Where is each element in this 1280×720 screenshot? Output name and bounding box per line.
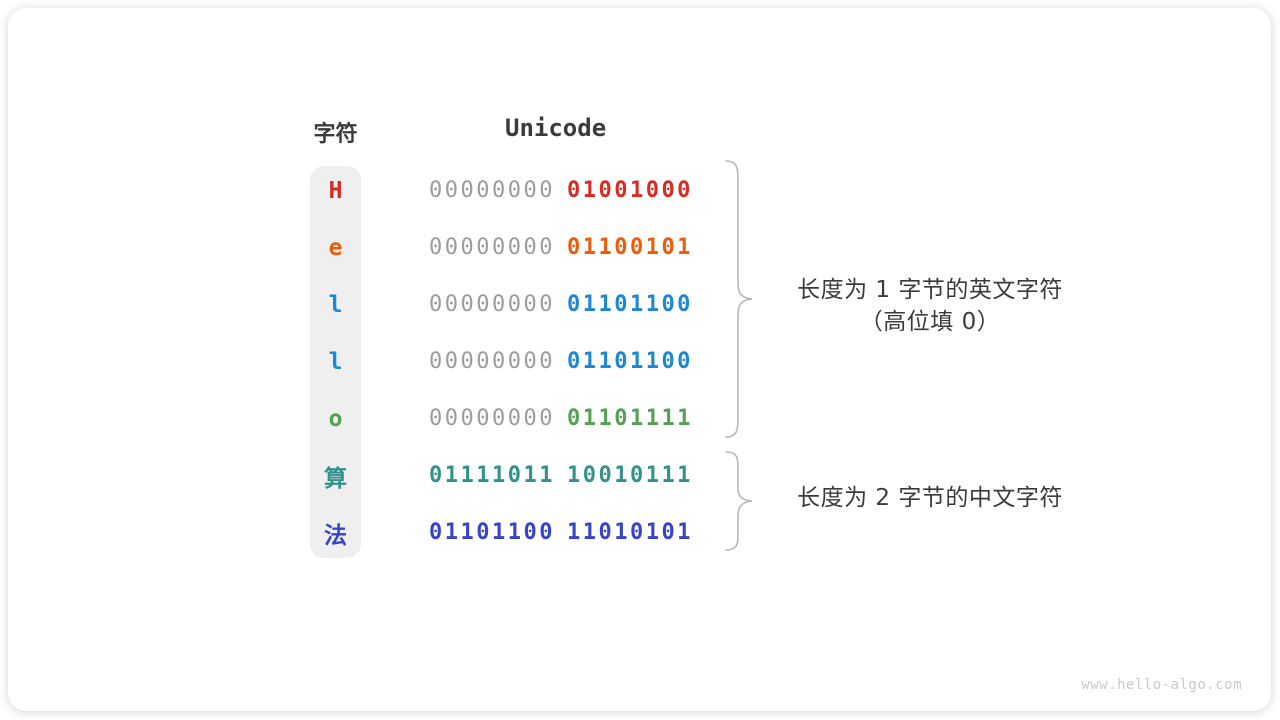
high-byte: 00000000: [429, 406, 555, 431]
low-byte: 01101100: [566, 292, 693, 317]
unicode-binary-cell: 01111011 10010111: [429, 463, 693, 488]
high-byte: 00000000: [429, 292, 555, 317]
table-row: H 00000000 01001000: [310, 162, 693, 219]
low-byte: 01001000: [566, 178, 693, 203]
brace-chinese-group-icon: [725, 451, 753, 551]
character-cell: e: [328, 234, 343, 261]
table-row: l 00000000 01101100: [310, 276, 693, 333]
annotation-english-chars: 长度为 1 字节的英文字符 （高位填 0）: [740, 274, 1120, 338]
unicode-binary-cell: 00000000 01101100: [429, 349, 693, 374]
annotation-line: （高位填 0）: [859, 309, 1001, 335]
high-byte: 01101100: [429, 520, 555, 545]
low-byte: 01100101: [566, 235, 693, 260]
character-cell: H: [328, 177, 343, 204]
annotation-chinese-chars: 长度为 2 字节的中文字符: [740, 482, 1120, 514]
table-row: 法 01101100 11010101: [310, 504, 693, 561]
encoding-table: H 00000000 01001000 e 00000000 01100101 l …: [310, 162, 693, 561]
annotation-line: 长度为 2 字节的中文字符: [797, 485, 1063, 511]
unicode-binary-cell: 00000000 01100101: [429, 235, 693, 260]
table-row: o 00000000 01101111: [310, 390, 693, 447]
character-cell: 算: [324, 465, 347, 492]
low-byte: 11010101: [566, 520, 693, 545]
low-byte: 01101111: [566, 406, 693, 431]
high-byte: 00000000: [429, 235, 555, 260]
table-row: 算 01111011 10010111: [310, 447, 693, 504]
unicode-binary-cell: 00000000 01101111: [429, 406, 693, 431]
annotation-line: 长度为 1 字节的英文字符: [797, 277, 1063, 303]
character-cell: 法: [324, 522, 347, 549]
column-header-unicode: Unicode: [505, 114, 607, 142]
high-byte: 01111011: [429, 463, 555, 488]
brace-english-group-icon: [725, 160, 753, 438]
character-cell: l: [328, 348, 343, 375]
high-byte: 00000000: [429, 178, 555, 203]
table-row: e 00000000 01100101: [310, 219, 693, 276]
unicode-binary-cell: 00000000 01001000: [429, 178, 693, 203]
unicode-binary-cell: 01101100 11010101: [429, 520, 693, 545]
low-byte: 10010111: [566, 463, 693, 488]
watermark-url: www.hello-algo.com: [1081, 677, 1242, 693]
low-byte: 01101100: [566, 349, 693, 374]
unicode-binary-cell: 00000000 01101100: [429, 292, 693, 317]
diagram-card: [8, 8, 1271, 711]
character-cell: o: [328, 405, 343, 432]
character-cell: l: [328, 291, 343, 318]
character-column-background: [310, 166, 361, 558]
table-row: l 00000000 01101100: [310, 333, 693, 390]
high-byte: 00000000: [429, 349, 555, 374]
column-header-character: 字符: [313, 122, 358, 147]
